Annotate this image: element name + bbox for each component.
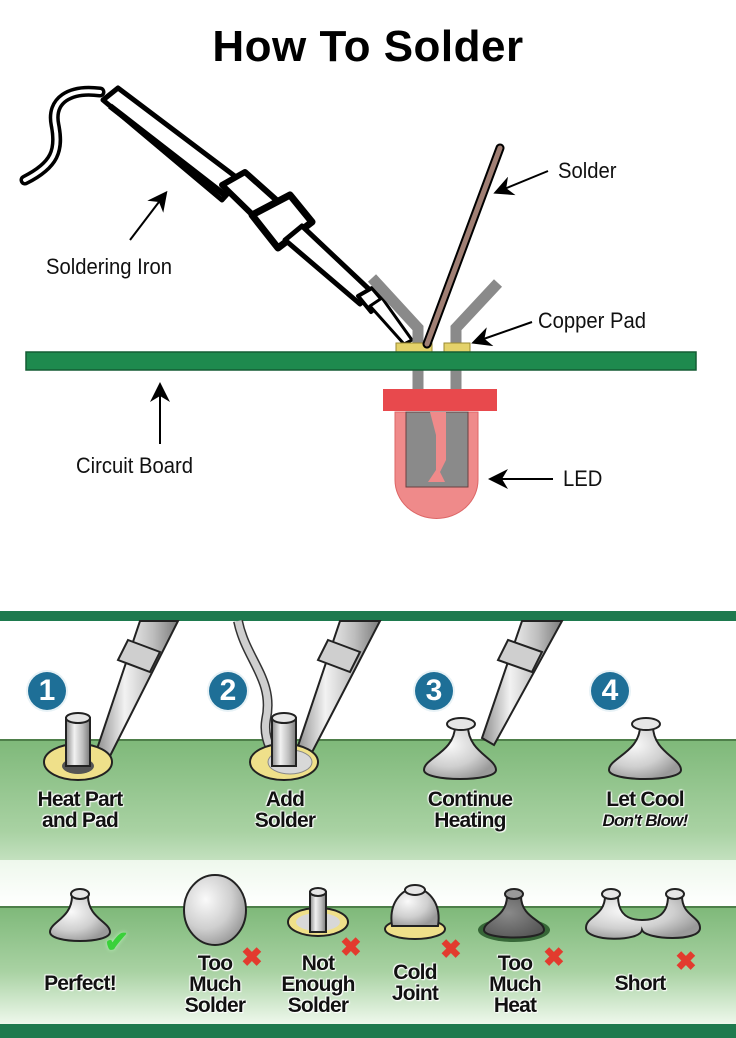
step-3-badge: 3 (415, 672, 453, 710)
page-title: How To Solder (212, 22, 524, 71)
step-2-caption: Add Solder (225, 789, 345, 831)
label-line: Much (489, 973, 541, 996)
joint-short-label: Short (614, 972, 667, 995)
label-circuit-board: Circuit Board (76, 453, 193, 478)
joint-cold-label: Cold Joint (375, 962, 455, 1004)
joint-too-much-heat (478, 888, 550, 942)
joint-perfect-label: Perfect! (44, 972, 117, 995)
led (383, 389, 497, 519)
iron-arrow (129, 190, 168, 241)
label-line: Solder (287, 994, 349, 1017)
label-led: LED (563, 466, 603, 491)
step-1-line1: Heat Part (37, 788, 123, 811)
panel-top-stripe (0, 611, 736, 621)
x-icon: ✖ (543, 942, 565, 972)
step-1-line2: and Pad (41, 809, 119, 832)
label-line: Joint (391, 982, 439, 1005)
step-4-line1: Let Cool (606, 788, 684, 811)
label-solder: Solder (558, 158, 617, 183)
step-1-badge: 1 (28, 672, 66, 710)
label-soldering-iron: Soldering Iron (46, 254, 173, 279)
step-3-joint (422, 717, 498, 780)
joint-too-much-heat-label: Too Much Heat (470, 953, 560, 1016)
label-line: Too (197, 952, 233, 975)
step-4-badge: 4 (591, 672, 629, 710)
step-3-caption: Continue Heating (405, 789, 535, 831)
step-3-line1: Continue (427, 788, 513, 811)
label-line: Heat (493, 994, 537, 1017)
joint-not-enough-solder (287, 887, 349, 937)
x-icon: ✖ (440, 934, 462, 964)
label-line: Much (189, 973, 241, 996)
label-line: Solder (184, 994, 246, 1017)
label-line: Too (497, 952, 533, 975)
joints-divider (0, 906, 736, 908)
step-4-note: Don't Blow! (602, 811, 689, 830)
step-3-line2: Heating (434, 809, 506, 832)
step-2-line1: Add (265, 788, 305, 811)
x-icon: ✖ (241, 942, 263, 972)
circuit-board (25, 351, 697, 371)
x-icon: ✖ (340, 932, 362, 962)
iron-tip-step-2 (294, 620, 382, 762)
iron-cord (19, 85, 106, 186)
step-4-joint (607, 717, 683, 780)
step-4-caption: Let Cool Don't Blow! (585, 789, 705, 831)
pad-arrow (471, 321, 533, 347)
check-icon: ✔ (104, 926, 130, 959)
step-2-line2: Solder (254, 809, 316, 832)
iron-tip-step-3 (480, 620, 564, 747)
step-1-joint (43, 712, 113, 781)
solder-arrow (493, 170, 549, 196)
label-copper-pad: Copper Pad (538, 308, 647, 333)
joint-cold (384, 884, 446, 940)
label-line: Cold (393, 961, 437, 984)
soldering-iron (100, 85, 414, 346)
x-icon: ✖ (675, 946, 697, 976)
steps-divider (0, 739, 736, 741)
step-2-joint (249, 712, 319, 781)
joint-not-enough-solder-label: Not Enough Solder (268, 953, 368, 1016)
joint-perfect (48, 888, 112, 942)
step-1-caption: Heat Part and Pad (20, 789, 140, 831)
soldering-diagram (19, 85, 697, 519)
joint-short (584, 888, 702, 940)
joint-too-much-solder (183, 874, 247, 946)
iron-tip-step-1 (94, 620, 180, 762)
step-2-badge: 2 (209, 672, 247, 710)
panel-bottom-stripe (0, 1024, 736, 1038)
label-line: Enough (281, 973, 355, 996)
joint-too-much-solder-label: Too Much Solder (170, 953, 260, 1016)
label-line: Not (301, 952, 335, 975)
